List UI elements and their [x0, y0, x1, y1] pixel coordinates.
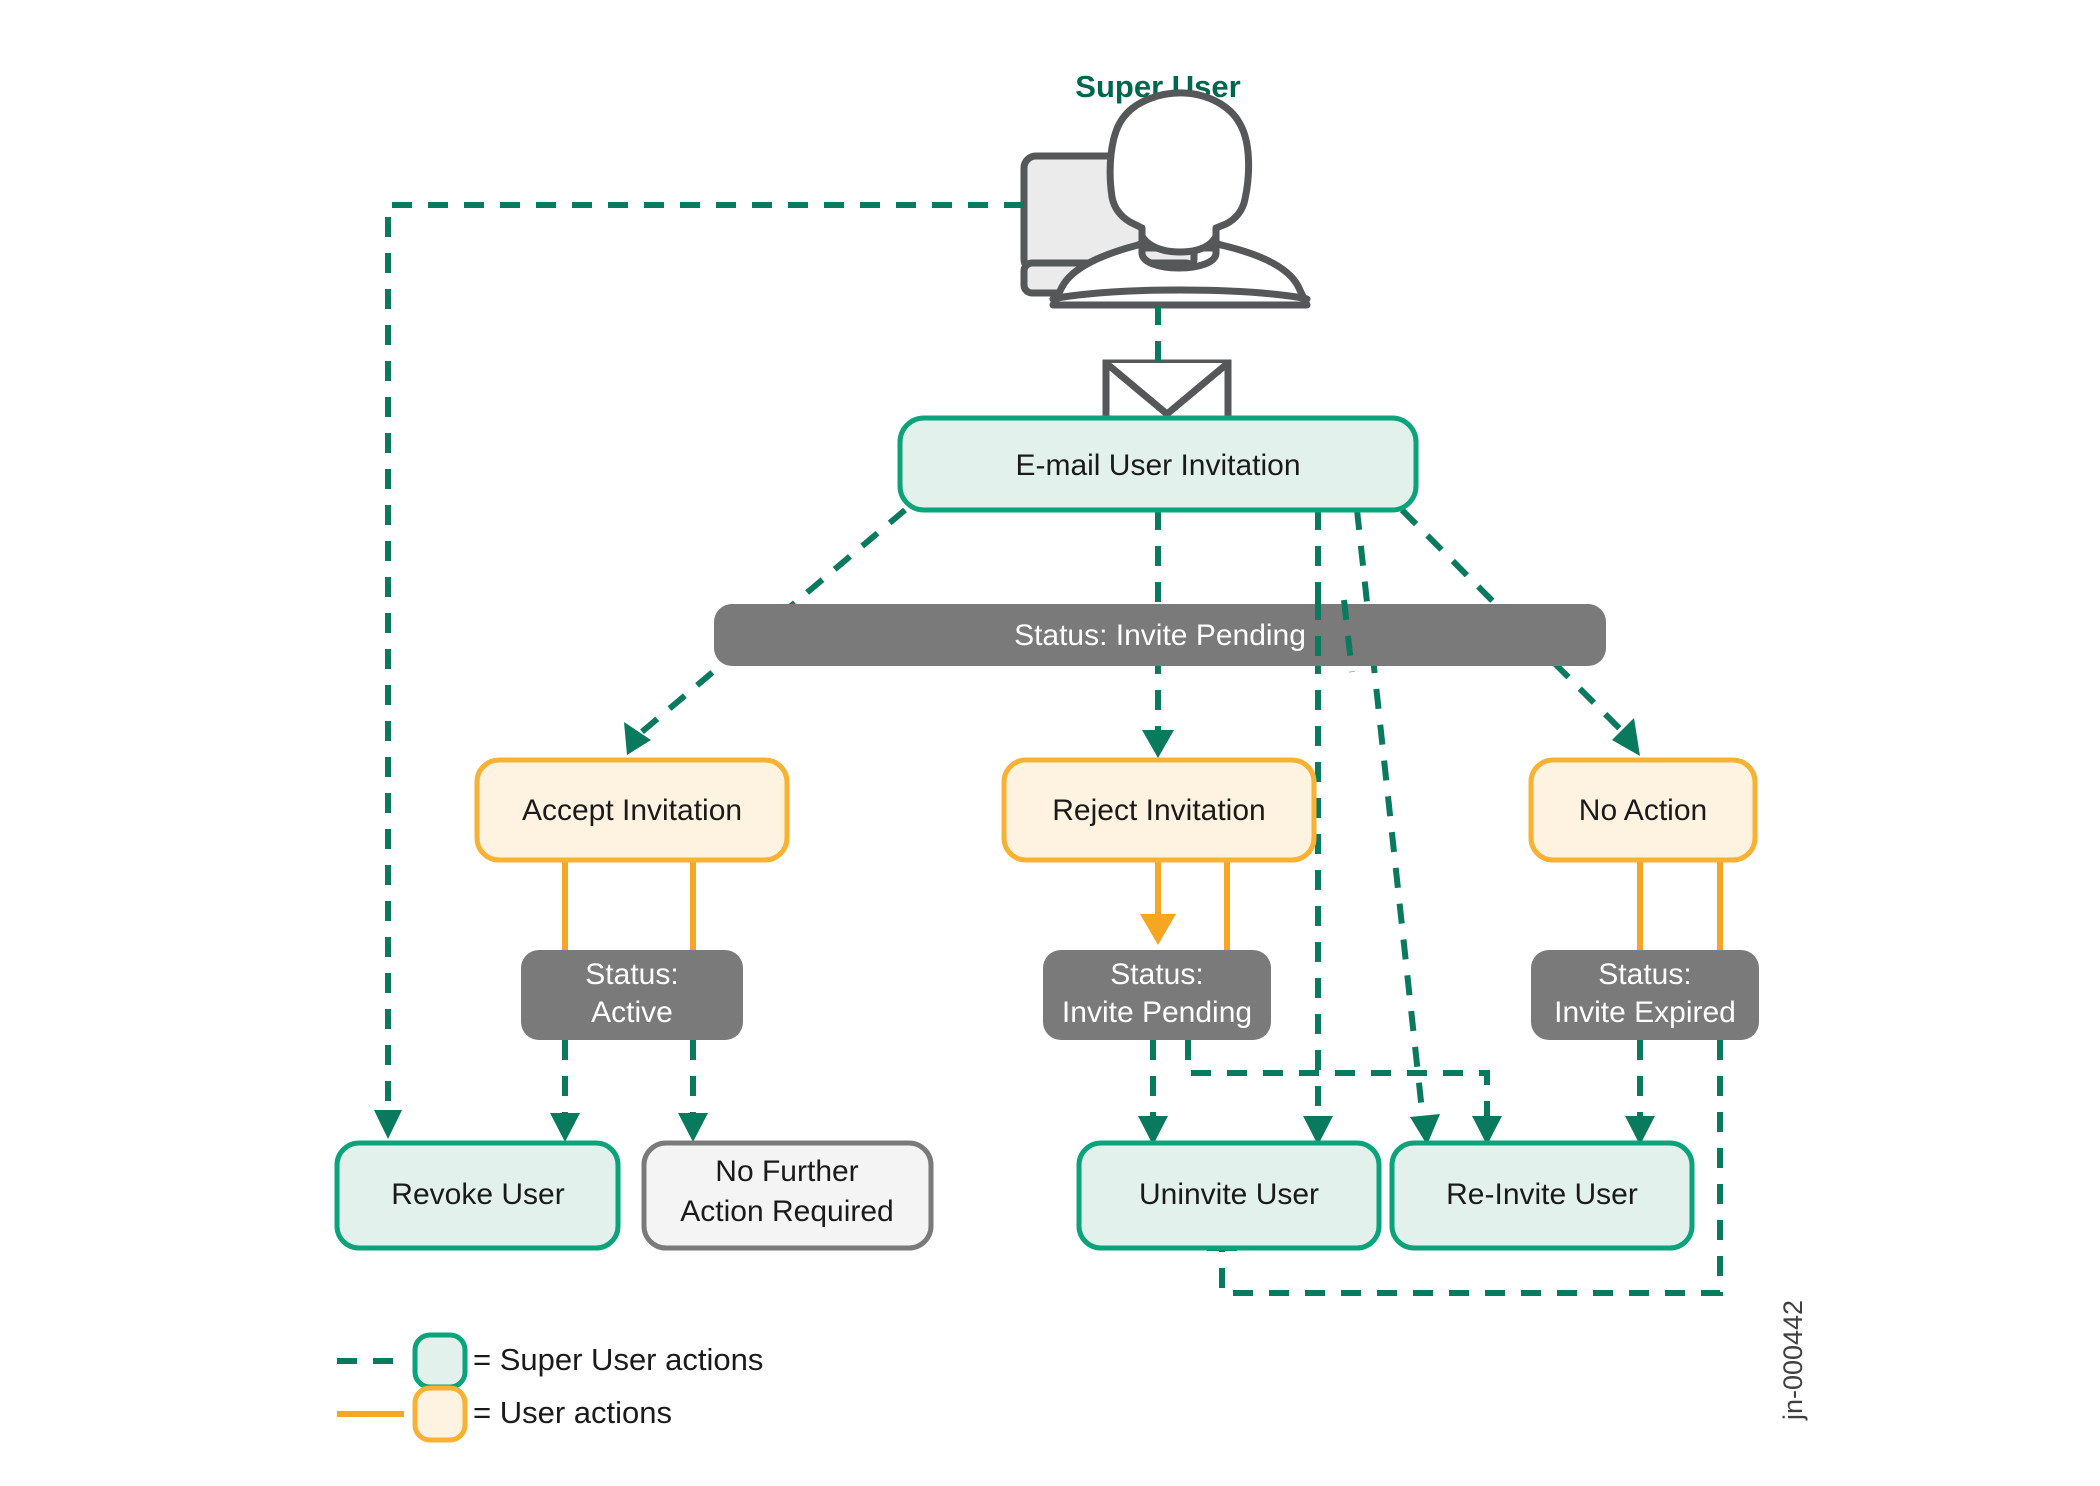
legend-swatch-user	[412, 1385, 468, 1443]
node-uninvite-user-label: Uninvite User	[1139, 1178, 1319, 1211]
arrowhead-reinvite-user-right	[1472, 1116, 1502, 1145]
node-no-action[interactable]: No Action	[1528, 757, 1758, 863]
arrowhead-reinvite-user-left	[1410, 1114, 1440, 1145]
node-status-invite-pending-top-label: Status: Invite Pending	[1014, 619, 1306, 652]
user-with-laptop-icon	[1020, 89, 1311, 309]
overlay-dashes-on-status-bar	[1315, 599, 1355, 673]
node-revoke-user-label: Revoke User	[391, 1178, 564, 1211]
node-status-invite-expired: Status: Invite Expired	[1531, 950, 1759, 1040]
arrowhead-revoke-user-right	[550, 1113, 580, 1142]
edge-invite-expired-loop-to-uninvite	[1219, 1040, 1723, 1296]
arrowhead-accept-invitation	[624, 722, 651, 755]
node-no-further-action-required: No Further Action Required	[641, 1140, 934, 1251]
node-reject-invitation[interactable]: Reject Invitation	[1001, 757, 1317, 863]
node-no-further-action-label-line2: Action Required	[680, 1195, 893, 1228]
node-status-invite-expired-label-line2: Invite Expired	[1554, 996, 1736, 1029]
figure-id-watermark: jn-000442	[1778, 1300, 1808, 1421]
node-accept-invitation[interactable]: Accept Invitation	[474, 757, 790, 863]
edge-superuser-to-revoke-rail	[385, 202, 1024, 1116]
arrowhead-no-action	[1612, 718, 1640, 756]
node-status-invite-pending: Status: Invite Pending	[1043, 950, 1271, 1040]
legend-label-super-user-actions: = Super User actions	[473, 1342, 763, 1377]
node-status-invite-pending-top: Status: Invite Pending	[714, 604, 1606, 666]
node-revoke-user[interactable]: Revoke User	[334, 1140, 621, 1251]
node-reinvite-user-label: Re-Invite User	[1446, 1178, 1638, 1211]
node-accept-invitation-label: Accept Invitation	[522, 794, 742, 827]
arrowhead-uninvite-user-left	[1138, 1116, 1168, 1145]
node-reject-invitation-label: Reject Invitation	[1052, 794, 1265, 827]
legend-item-super-user-actions: = Super User actions	[337, 1332, 763, 1390]
legend-label-user-actions: = User actions	[473, 1395, 672, 1430]
node-status-active-label-line2: Active	[591, 996, 673, 1029]
legend-swatch-super-user	[412, 1332, 468, 1390]
node-reinvite-user[interactable]: Re-Invite User	[1389, 1140, 1695, 1251]
node-email-user-invitation-label: E-mail User Invitation	[1015, 449, 1300, 482]
arrowhead-no-further-action	[678, 1113, 708, 1142]
node-no-further-action-label-line1: No Further	[715, 1155, 858, 1188]
arrowhead-uninvite-user-center	[1303, 1116, 1333, 1145]
node-uninvite-user[interactable]: Uninvite User	[1076, 1140, 1382, 1251]
edge-email-to-accept	[635, 507, 907, 739]
arrowhead-reject-invitation	[1142, 730, 1174, 758]
node-status-invite-pending-label-line1: Status:	[1110, 958, 1203, 991]
legend: = Super User actions = User actions	[337, 1332, 763, 1443]
edge-email-to-reinvite-rail	[1354, 509, 1426, 1121]
node-status-invite-expired-label-line1: Status:	[1598, 958, 1691, 991]
arrowhead-revoke-user-left	[374, 1110, 402, 1139]
node-status-active-label-line1: Status:	[585, 958, 678, 991]
arrowhead-status-invite-pending	[1140, 914, 1176, 945]
node-status-active: Status: Active	[521, 950, 743, 1040]
legend-item-user-actions: = User actions	[337, 1385, 672, 1443]
figure-id-text: jn-000442	[1778, 1300, 1808, 1421]
arrowhead-reinvite-user-expired	[1625, 1116, 1655, 1145]
node-email-user-invitation[interactable]: E-mail User Invitation	[897, 415, 1419, 513]
node-no-action-label: No Action	[1579, 794, 1707, 827]
edge-invite-pending-to-reinvite	[1185, 1040, 1490, 1118]
person-icon	[1049, 89, 1311, 309]
node-status-invite-pending-label-line2: Invite Pending	[1062, 996, 1252, 1029]
